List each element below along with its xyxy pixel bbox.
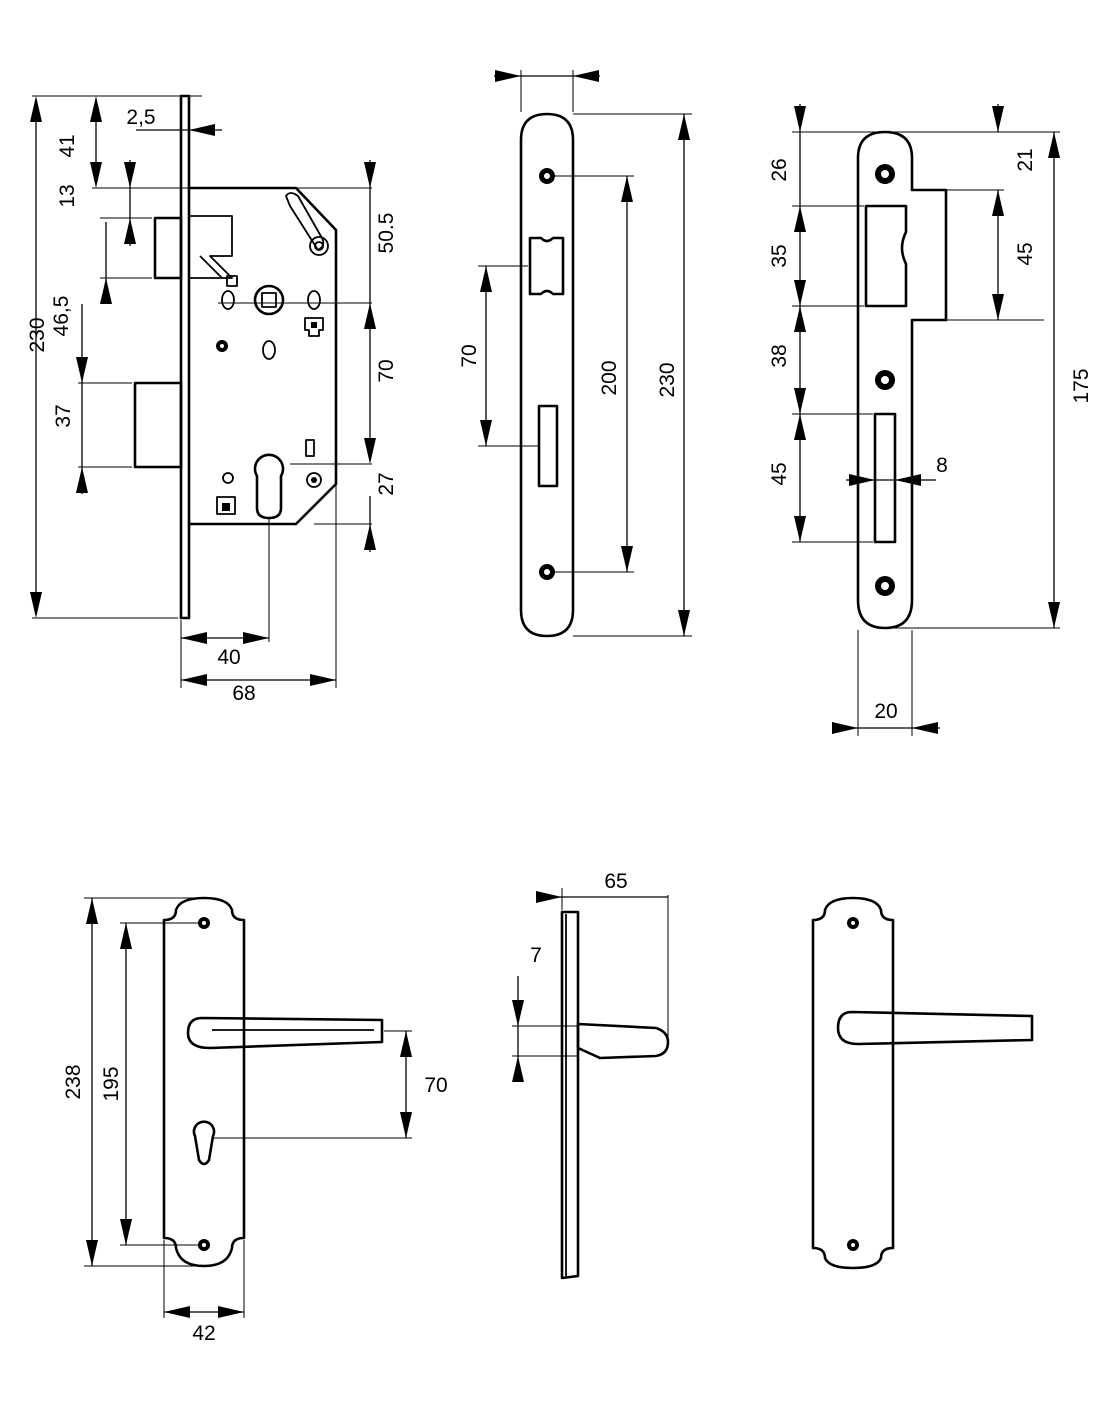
dim-latch-height: 13 (56, 184, 79, 207)
latch-mechanism (188, 215, 233, 279)
dim-screw-spacing: 200 (598, 360, 621, 395)
dim-handle-projection: 65 (604, 870, 627, 893)
dim-handle-screw-spacing: 195 (100, 1066, 123, 1101)
dim-strike-box: 45 (1014, 242, 1037, 265)
dim-faceplate-thickness: 2,5 (126, 106, 155, 129)
deadbolt (133, 381, 183, 469)
handle-front-view: 238 195 70 42 (62, 896, 448, 1345)
strike-plate-view: 26 35 38 45 21 45 175 8 20 (768, 104, 1093, 736)
screw-slot (307, 290, 321, 310)
back-handle-plate (811, 896, 895, 1270)
screw-slot (262, 340, 276, 360)
faceplate-view: 70 200 230 (458, 70, 692, 638)
dim-faceplate-height: 230 (656, 362, 679, 397)
dim-case-depth: 68 (232, 682, 255, 705)
lock-faceplate (179, 94, 191, 620)
side-lever (576, 1022, 670, 1060)
latch-cutout (528, 236, 565, 296)
spindle-hub (253, 284, 285, 316)
screw-slot (221, 290, 235, 310)
dim-cutout-spacing: 70 (458, 344, 481, 367)
screw-hole (306, 472, 322, 488)
screw-hole (222, 472, 234, 484)
dim-deadbolt-height: 37 (52, 404, 75, 427)
handle-back-view (811, 896, 1034, 1270)
dim-strike-top-21: 21 (1014, 148, 1037, 171)
dim-latch-to-deadbolt: 46,5 (50, 296, 73, 337)
lever-handle (186, 1016, 384, 1050)
dim-strike-length: 175 (1070, 368, 1093, 403)
mortise-lock-view: 230 41 13 46,5 37 2,5 50.5 70 27 40 68 (26, 94, 398, 705)
dim-strike-gap: 38 (768, 344, 791, 367)
handle-backplate (162, 896, 246, 1268)
dim-strike-latch: 35 (768, 244, 791, 267)
cylinder-cutout (253, 453, 285, 520)
back-lever-handle (836, 1010, 1034, 1046)
strike-latch-opening (864, 204, 908, 308)
dim-strike-bolt: 45 (768, 462, 791, 485)
dim-strike-bolt-width: 8 (936, 454, 948, 477)
dim-lock-top-to-latch: 41 (56, 134, 79, 157)
handle-side-view: 65 7 (512, 870, 670, 1280)
handle-keyhole (192, 1120, 216, 1166)
lock-component (305, 439, 315, 457)
lock-component (226, 275, 238, 287)
dim-top-to-spindle: 50.5 (375, 213, 398, 254)
deadbolt-cutout (537, 404, 559, 488)
dim-strike-top: 26 (768, 158, 791, 181)
dim-handle-plate-height: 238 (62, 1064, 85, 1099)
dim-lever-thickness: 7 (530, 944, 542, 967)
lock-component (304, 317, 324, 337)
dim-handle-plate-width: 42 (192, 1322, 215, 1345)
dim-strike-width: 20 (874, 700, 897, 723)
dim-handle-to-cylinder: 70 (424, 1074, 447, 1097)
strike-bolt-opening (873, 412, 897, 544)
dim-cylinder-to-bottom: 27 (375, 472, 398, 495)
faceplate-outline (519, 112, 575, 638)
dim-spindle-to-cylinder: 70 (375, 359, 398, 382)
side-backplate (560, 910, 580, 1280)
dim-backset: 40 (217, 646, 240, 669)
dim-lock-height: 230 (26, 317, 49, 352)
latch-bolt (153, 216, 183, 280)
lock-component (216, 496, 236, 515)
